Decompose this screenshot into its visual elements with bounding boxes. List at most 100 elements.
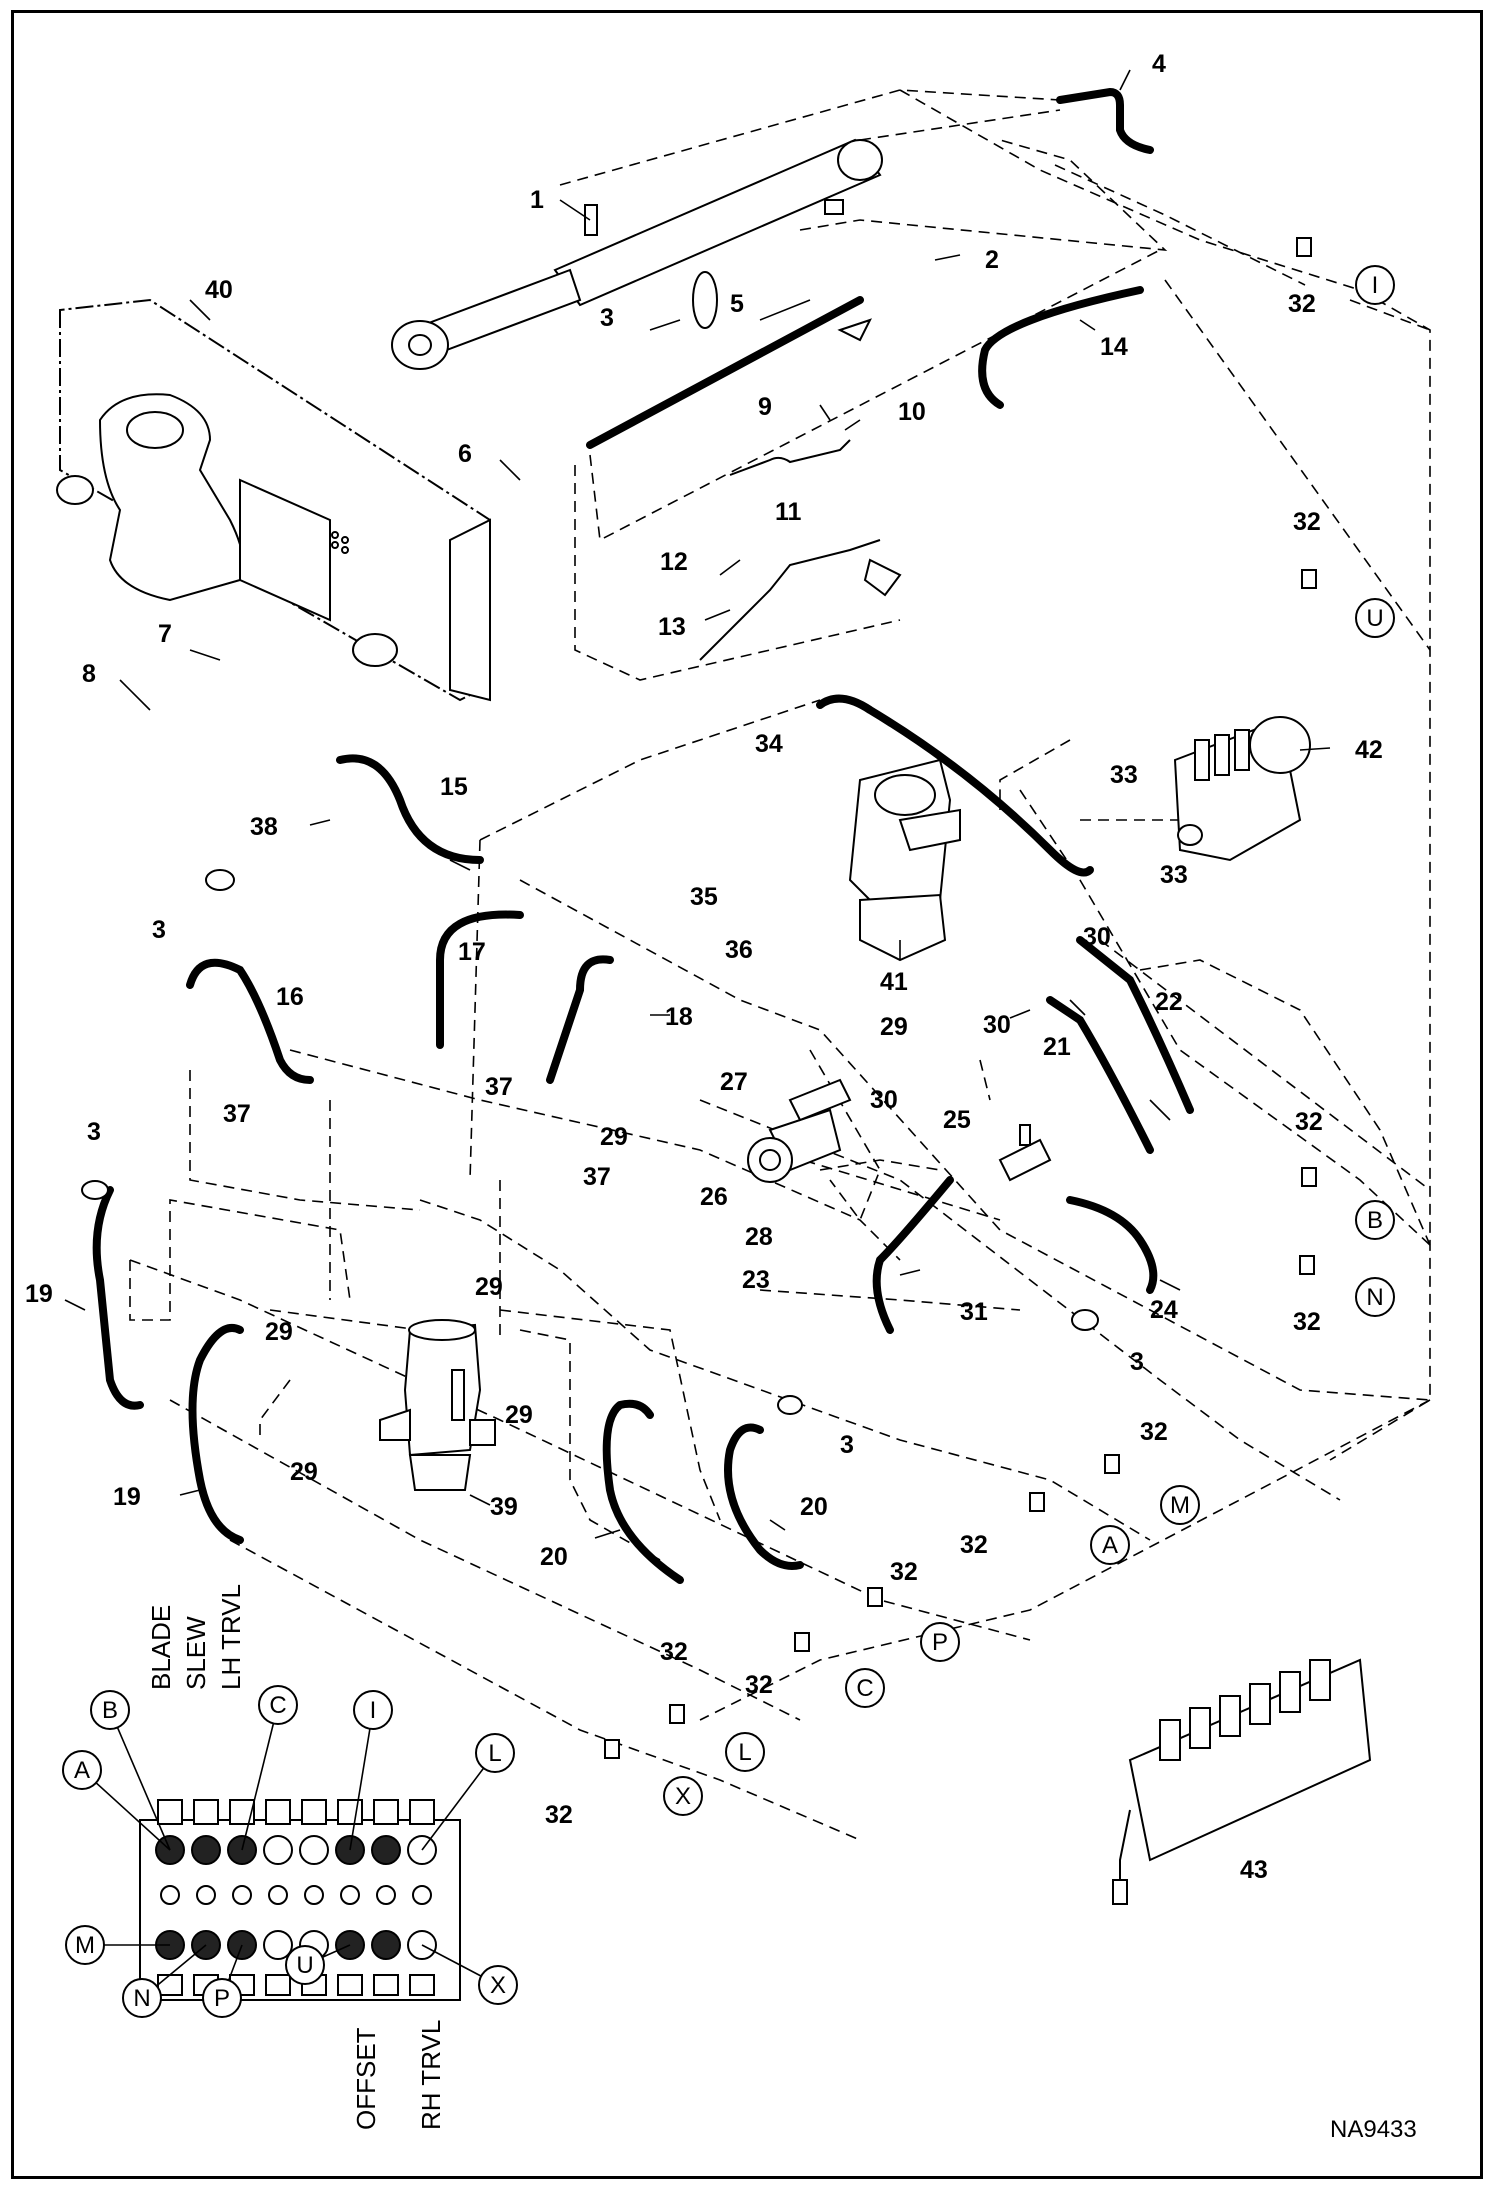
svg-text:P: P <box>214 1985 230 2012</box>
callout-30: 30 <box>1083 923 1111 951</box>
fitting-32c <box>1301 1167 1317 1187</box>
port-P: P <box>920 1622 960 1662</box>
hose-20a <box>602 1399 684 1584</box>
callout-31: 31 <box>960 1298 988 1326</box>
drawing-id: NA9433 <box>1330 2116 1417 2143</box>
svg-text:B: B <box>1367 1207 1383 1234</box>
callout-29: 29 <box>475 1273 503 1301</box>
gland-10 <box>837 318 872 342</box>
port-N: N <box>1355 1277 1395 1317</box>
callout-30: 30 <box>983 1011 1011 1039</box>
svg-text:N: N <box>1366 1284 1383 1311</box>
callout-32: 32 <box>1295 1108 1323 1136</box>
callout-23: 23 <box>742 1266 770 1294</box>
hose-34 <box>816 694 1094 877</box>
callout-20: 20 <box>800 1493 828 1521</box>
svg-text:M: M <box>1170 1492 1190 1519</box>
svg-text:U: U <box>1366 605 1383 632</box>
callout-35: 35 <box>690 883 718 911</box>
valve-function-label: LH TRVL <box>216 1584 246 1690</box>
callout-3: 3 <box>840 1431 854 1459</box>
port-A: A <box>62 1750 102 1790</box>
clamp-3b <box>205 869 235 891</box>
callout-29: 29 <box>600 1123 628 1151</box>
callout-32: 32 <box>1293 508 1321 536</box>
clamp-3a <box>692 271 718 329</box>
svg-text:N: N <box>133 1985 150 2012</box>
port-X: X <box>478 1965 518 2005</box>
callout-32: 32 <box>660 1638 688 1666</box>
port-L: L <box>725 1732 765 1772</box>
svg-text:A: A <box>1102 1532 1118 1559</box>
callout-12: 12 <box>660 548 688 576</box>
routing-lines <box>129 89 1431 1841</box>
clamp-3c <box>81 1180 109 1200</box>
fitting-32j <box>604 1739 620 1759</box>
fitting-32a <box>1296 237 1312 257</box>
hose-19b <box>188 1324 244 1544</box>
callout-27: 27 <box>720 1068 748 1096</box>
callout-25: 25 <box>943 1106 971 1134</box>
fitting-32e <box>1104 1454 1120 1474</box>
callout-2: 2 <box>985 246 999 274</box>
callout-29: 29 <box>880 1013 908 1041</box>
clamp-3d <box>1071 1309 1099 1331</box>
hose-22 <box>1076 936 1194 1114</box>
hose-24 <box>1066 1196 1158 1294</box>
port-M: M <box>65 1925 105 1965</box>
drawing-border <box>11 10 1483 2179</box>
callout-32: 32 <box>745 1671 773 1699</box>
control-valve-43 <box>1112 1658 1372 1905</box>
port-X: X <box>663 1776 703 1816</box>
callout-32: 32 <box>1140 1418 1168 1446</box>
gland-11b <box>863 558 902 597</box>
hose-20b <box>724 1423 804 1570</box>
port-L: L <box>475 1733 515 1773</box>
valve-function-label: RH TRVL <box>416 2020 446 2130</box>
svg-text:X: X <box>675 1783 691 1810</box>
callout-3: 3 <box>152 916 166 944</box>
port-B: B <box>90 1690 130 1730</box>
svg-text:C: C <box>856 1675 873 1702</box>
svg-text:L: L <box>488 1740 501 1767</box>
svg-text:P: P <box>932 1629 948 1656</box>
hose-23 <box>872 1176 954 1334</box>
port-C: C <box>845 1668 885 1708</box>
clamp-3e <box>777 1395 803 1415</box>
callout-37: 37 <box>583 1163 611 1191</box>
callout-18: 18 <box>665 1003 693 1031</box>
svg-text:M: M <box>75 1932 95 1959</box>
callout-15: 15 <box>440 773 468 801</box>
callout-10: 10 <box>898 398 926 426</box>
components <box>56 138 1372 1905</box>
valve-function-label: OFFSET <box>351 2027 381 2130</box>
svg-text:U: U <box>296 1952 313 1979</box>
svg-text:I: I <box>370 1697 377 1724</box>
fitting-32d <box>1299 1255 1315 1275</box>
port-A: A <box>1090 1525 1130 1565</box>
callout-13: 13 <box>658 613 686 641</box>
svg-text:X: X <box>490 1972 506 1999</box>
svg-text:A: A <box>74 1757 90 1784</box>
callout-16: 16 <box>276 983 304 1011</box>
callout-9: 9 <box>758 393 772 421</box>
callout-28: 28 <box>745 1223 773 1251</box>
valve-function-label: SLEW <box>181 1616 211 1690</box>
callout-24: 24 <box>1150 1296 1178 1324</box>
callout-11: 11 <box>775 498 802 526</box>
pilot-valve-42 <box>1173 716 1311 862</box>
callout-30: 30 <box>870 1086 898 1114</box>
fitting-32h <box>794 1632 810 1652</box>
callout-6: 6 <box>458 440 472 468</box>
port-N: N <box>122 1978 162 2018</box>
fitting-32f <box>1029 1492 1045 1512</box>
cylinder-1 <box>391 138 883 370</box>
callout-3: 3 <box>1130 1348 1144 1376</box>
frame-40 <box>56 298 492 702</box>
callout-3: 3 <box>87 1118 101 1146</box>
tube-9 <box>729 439 851 476</box>
port-M: M <box>1160 1485 1200 1525</box>
